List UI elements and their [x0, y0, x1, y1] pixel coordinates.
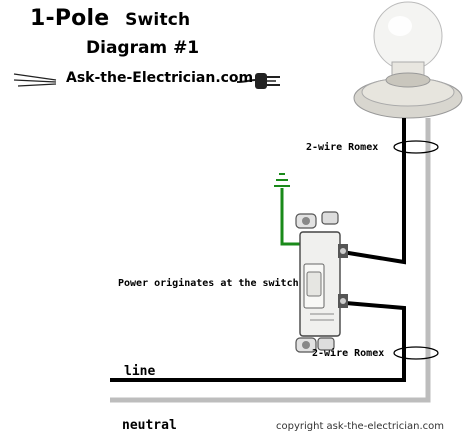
- romex-bottom-marker: [393, 346, 439, 360]
- title-switch-text: Switch: [125, 10, 191, 30]
- line-label: line: [124, 364, 156, 379]
- romex-bottom-label: 2-wire Romex: [312, 348, 385, 359]
- toggle-switch-icon: [295, 211, 348, 353]
- plug-icon: [13, 73, 280, 89]
- switched-hot-wire: [329, 118, 406, 265]
- romex-top-marker: [393, 140, 439, 154]
- diagram-subtitle: Diagram #1: [86, 38, 200, 58]
- power-origin-label: Power originates at the switch: [118, 278, 299, 289]
- light-bulb-icon: [353, 1, 463, 119]
- romex-top-label: 2-wire Romex: [306, 142, 379, 153]
- website-label: Ask-the-Electrician.com: [66, 70, 254, 86]
- line-hot-wire: [110, 300, 406, 382]
- title-pole-text: 1-Pole: [30, 6, 110, 31]
- neutral-label: neutral: [122, 418, 177, 433]
- copyright-text: copyright ask-the-electrician.com: [276, 421, 444, 432]
- neutral-wire: [110, 118, 431, 403]
- ground-symbol-icon: [274, 173, 300, 246]
- diagram-title: 1-Pole Switch: [30, 6, 190, 31]
